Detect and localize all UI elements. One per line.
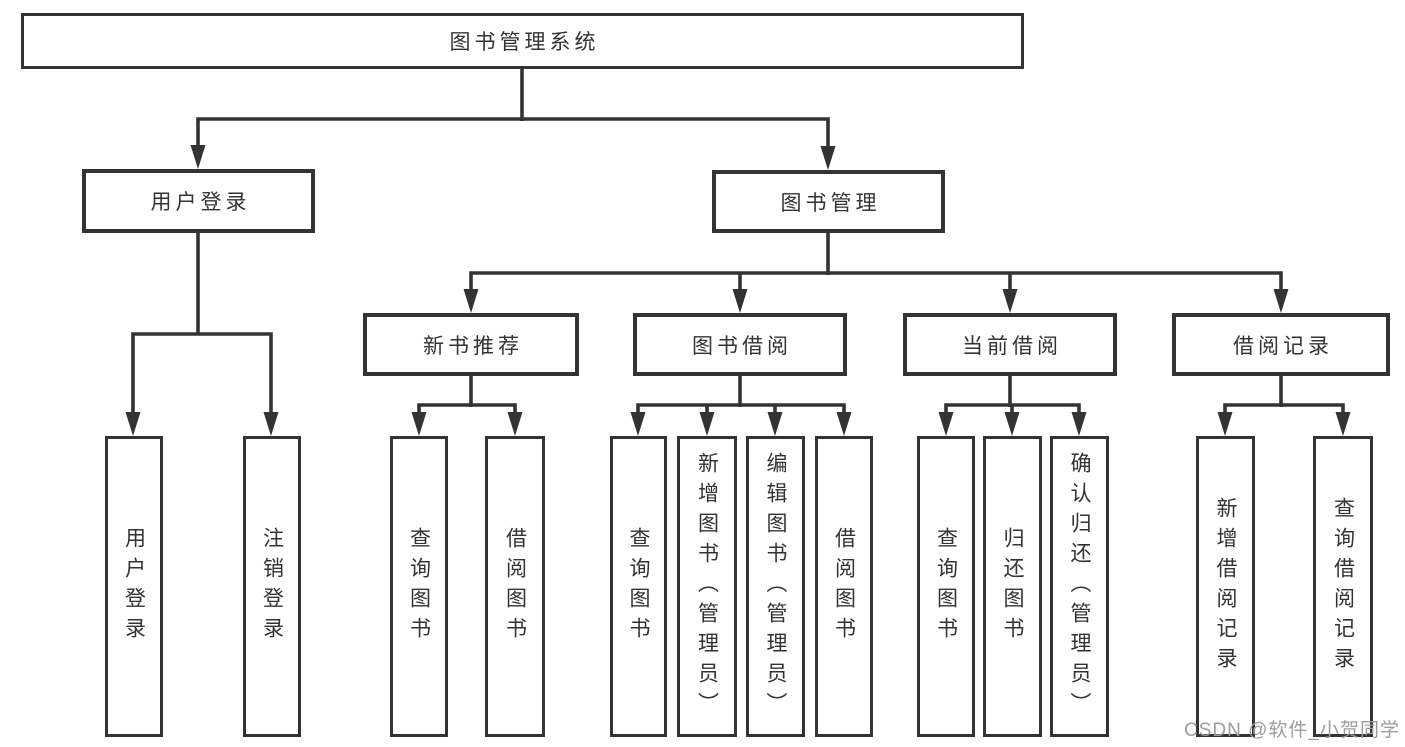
leaf-label: 新增图书（管理员） [695,451,719,722]
leaf-label: 借阅图书 [503,526,527,647]
leaf-query-books: 查询图书 [917,436,975,737]
leaf-label: 查询图书 [407,526,431,647]
leaf-label: 编辑图书（管理员） [764,451,787,722]
node-label: 图书管理 [780,191,881,215]
node-label: 借阅记录 [1233,334,1333,358]
leaf-label: 借阅图书 [832,526,856,647]
leaf-query-borrow-record: 查询借阅记录 [1313,436,1373,737]
leaf-user-login: 用户登录 [105,436,163,737]
arrowheads [125,145,1351,436]
leaf-add-books-admin: 新增图书（管理员） [677,436,737,737]
leaf-logout: 注销登录 [243,436,301,737]
leaf-label: 用户登录 [122,526,146,647]
leaf-label: 确认归还（管理员） [1068,451,1091,722]
leaf-label: 归还图书 [1001,526,1024,647]
leaf-label: 新增借阅记录 [1214,496,1237,677]
leaf-edit-books-admin: 编辑图书（管理员） [746,436,805,737]
leaf-label: 查询图书 [934,526,958,647]
leaf-query-books: 查询图书 [610,436,667,737]
node-label: 图书管理系统 [449,31,600,54]
leaf-label: 查询图书 [627,526,650,647]
node-book-management: 图书管理 [712,170,945,233]
leaf-borrow-books: 借阅图书 [815,436,873,737]
node-new-book-recommend: 新书推荐 [363,313,579,376]
csdn-watermark: CSDN @软件_小贺同学 [1184,720,1400,741]
tree-edges [131,69,1345,414]
node-label: 新书推荐 [423,334,523,358]
node-book-borrow: 图书借阅 [633,313,847,376]
node-label: 图书借阅 [692,334,792,358]
node-borrow-record: 借阅记录 [1172,313,1390,376]
leaf-label: 注销登录 [260,526,284,647]
leaf-borrow-books: 借阅图书 [485,436,545,737]
node-label: 用户登录 [150,191,251,214]
node-system-root: 图书管理系统 [21,13,1024,69]
node-current-borrow: 当前借阅 [903,313,1117,376]
leaf-label: 查询借阅记录 [1331,496,1355,677]
leaf-query-books: 查询图书 [390,436,448,737]
leaf-confirm-return-admin: 确认归还（管理员） [1050,436,1109,737]
leaf-add-borrow-record: 新增借阅记录 [1196,436,1255,737]
leaf-return-books: 归还图书 [983,436,1042,737]
node-label: 当前借阅 [962,334,1062,358]
node-user-login: 用户登录 [82,169,315,233]
